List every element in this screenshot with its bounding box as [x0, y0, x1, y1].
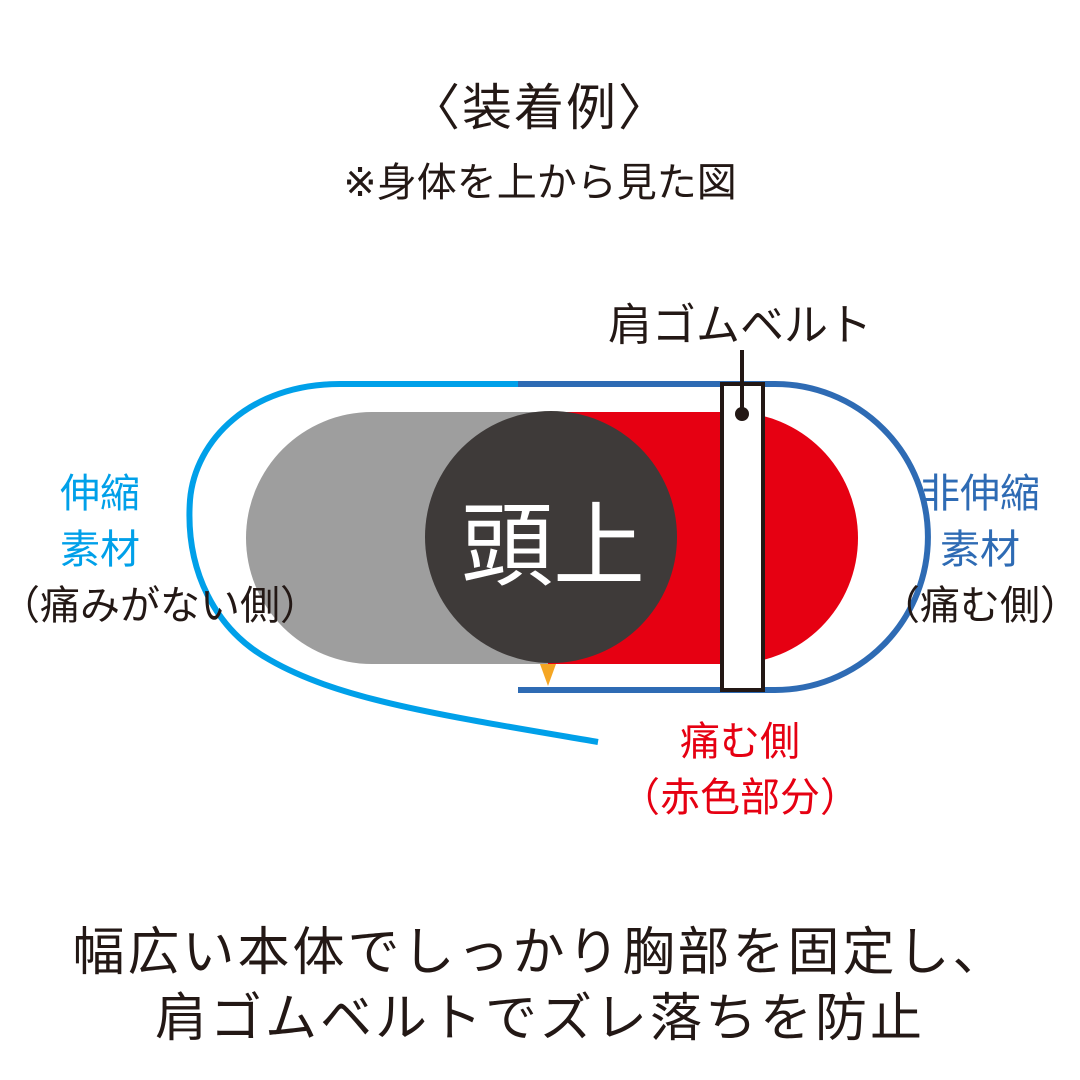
- stretch-material-label-2: 素材: [60, 527, 140, 573]
- belt-label: 肩ゴムベルト: [608, 300, 872, 351]
- non-stretch-band: [518, 381, 931, 693]
- red-part-label: （赤色部分）: [620, 775, 860, 821]
- red-side-label: 痛む側: [680, 719, 800, 765]
- pain-side-label: （痛む側）: [880, 583, 1080, 629]
- caption-line-1: 幅広い本体でしっかり胸部を固定し、: [72, 923, 1008, 983]
- non-stretch-material-label: 非伸縮: [920, 471, 1040, 517]
- page-title: 〈装着例〉: [410, 79, 670, 137]
- shoulder-belt: [720, 382, 765, 692]
- page-subtitle: ※身体を上から見た図: [343, 160, 737, 206]
- stretch-material-label: 伸縮: [60, 471, 140, 517]
- no-pain-side-label: （痛みがない側）: [0, 583, 320, 629]
- head-label: 頭上: [461, 493, 645, 600]
- belt-dot: [735, 407, 749, 421]
- stretch-band: [186, 381, 599, 745]
- caption-line-2: 肩ゴムベルトでズレ落ちを防止: [154, 989, 925, 1049]
- head-circle: [425, 411, 677, 663]
- pointer-marker: [540, 664, 556, 686]
- non-stretch-material-label-2: 素材: [940, 527, 1020, 573]
